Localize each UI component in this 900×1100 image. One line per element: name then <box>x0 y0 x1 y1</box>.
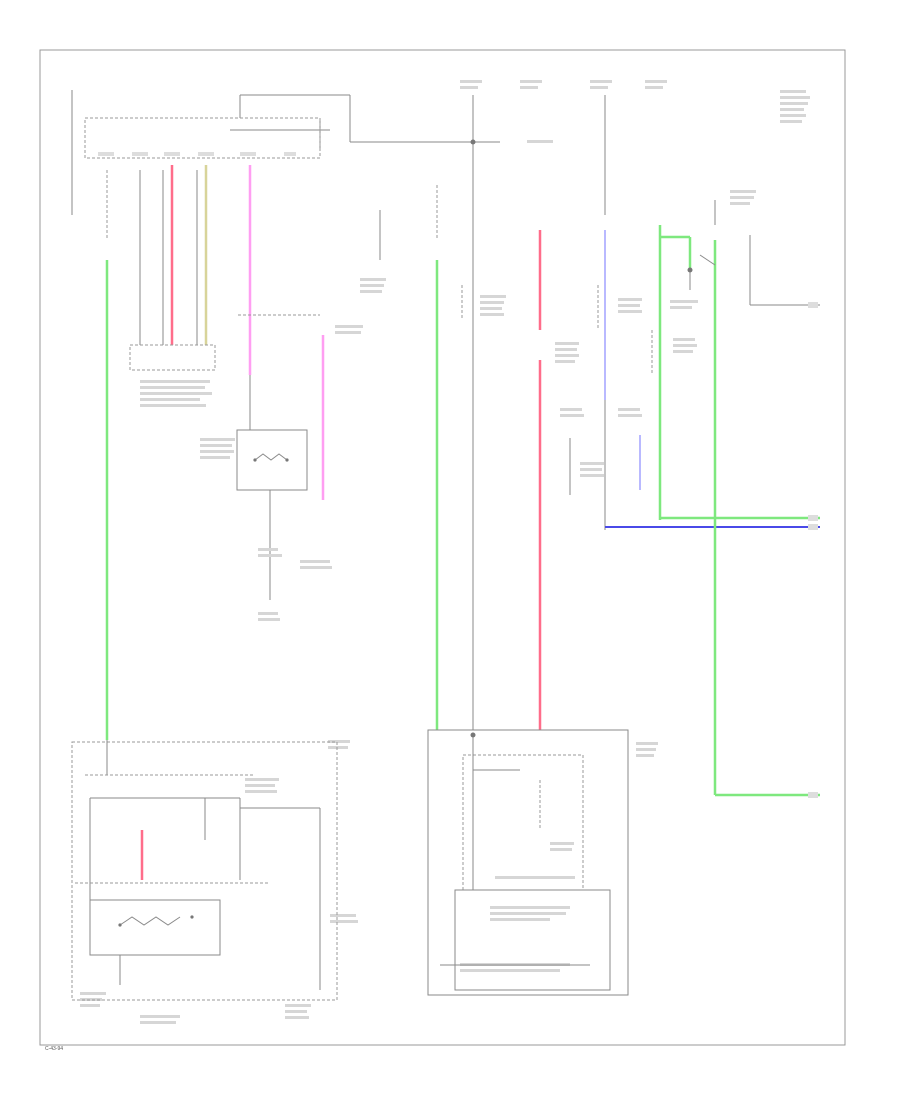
label-blocks <box>80 80 810 1024</box>
range-switch-area <box>236 210 381 600</box>
figure-code: C-43-94 <box>45 1046 63 1052</box>
left-column-wires <box>105 165 252 740</box>
pcm-box <box>427 729 629 996</box>
range-switch-box <box>236 429 308 491</box>
diagram-frame <box>39 49 846 1046</box>
pin-labels-top-left <box>98 152 296 156</box>
center-column-wires <box>427 95 629 996</box>
combination-meter <box>71 740 338 1001</box>
right-column-wires <box>569 95 820 798</box>
